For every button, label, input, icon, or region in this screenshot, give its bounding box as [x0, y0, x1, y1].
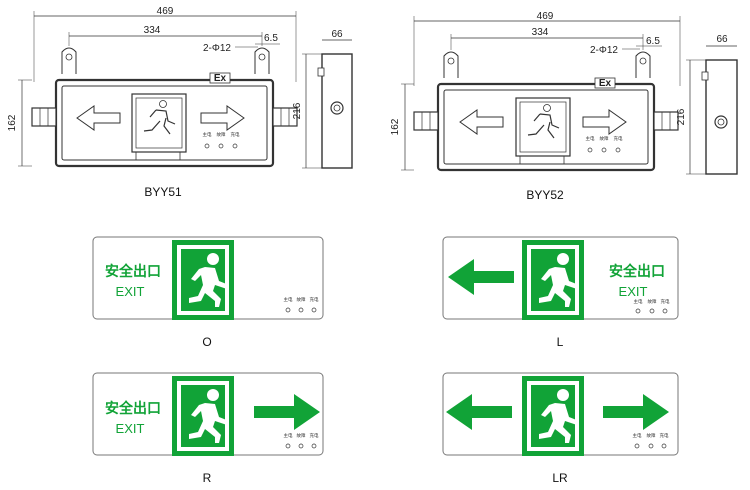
dim-side-height: 216	[676, 108, 687, 125]
panel-text-cn: 安全出口	[105, 400, 161, 417]
panel-text-cn: 安全出口	[105, 263, 161, 280]
ex-mark: Ex	[214, 73, 227, 84]
ind-label-charge: 充电	[231, 131, 240, 138]
exit-door-symbol	[172, 376, 234, 456]
sign-panel-lr: 主电 故障 充电 LR	[442, 372, 679, 485]
panel-code: O	[202, 335, 211, 349]
dim-hole-offset: 6.5	[646, 36, 660, 47]
ind-label-main: 主电	[284, 432, 293, 439]
ind-label-main: 主电	[284, 296, 293, 303]
ind-label-main: 主电	[586, 135, 595, 142]
panel-code: L	[557, 335, 564, 349]
exit-door-symbol	[172, 240, 234, 320]
ind-label-charge: 充电	[614, 135, 623, 142]
sign-panel-o: 安全出口 EXIT 主电 故障 充电 O	[92, 236, 324, 349]
dim-side-height: 216	[292, 102, 303, 119]
dim-width-total: 469	[157, 6, 174, 17]
ind-label-fault: 故障	[297, 432, 306, 439]
panel-text-en: EXIT	[116, 284, 145, 299]
drawing-byy52: 469 334 2-Φ12 6.5 Ex 主电 故障 充电	[390, 11, 738, 202]
ind-label-main: 主电	[203, 131, 212, 138]
dim-width-total: 469	[537, 11, 554, 22]
model-caption-byy52: BYY52	[526, 188, 564, 202]
panel-code: LR	[552, 471, 568, 485]
dim-depth: 66	[331, 29, 343, 40]
dim-height: 162	[7, 114, 18, 131]
dim-holes: 2-Φ12	[590, 45, 618, 56]
dim-depth: 66	[716, 34, 728, 45]
exit-door-symbol	[522, 240, 584, 320]
panel-text-cn: 安全出口	[609, 263, 665, 280]
ind-label-charge: 充电	[660, 432, 669, 439]
ind-label-fault: 故障	[648, 298, 657, 305]
dim-mount-span: 334	[532, 27, 549, 38]
model-caption-byy51: BYY51	[144, 185, 182, 199]
exit-door-symbol	[522, 376, 584, 456]
panel-text-en: EXIT	[116, 421, 145, 436]
drawing-byy51: 469 334 2-Φ12 6.5 Ex	[7, 6, 353, 199]
ind-label-fault: 故障	[600, 135, 609, 142]
ind-label-fault: 故障	[297, 296, 306, 303]
panel-text-en: EXIT	[619, 284, 648, 299]
ind-label-fault: 故障	[647, 432, 656, 439]
panel-code: R	[203, 471, 212, 485]
ind-label-fault: 故障	[217, 131, 226, 138]
dim-holes: 2-Φ12	[203, 43, 231, 54]
ind-label-main: 主电	[633, 432, 642, 439]
ind-label-main: 主电	[634, 298, 643, 305]
sign-panel-r: 安全出口 EXIT 主电 故障 充电 R	[92, 372, 324, 485]
ex-mark: Ex	[599, 78, 612, 89]
ind-label-charge: 充电	[310, 296, 319, 303]
sign-panel-l: 安全出口 EXIT 主电 故障 充电 L	[442, 236, 679, 349]
dim-mount-span: 334	[144, 25, 161, 36]
ind-label-charge: 充电	[310, 432, 319, 439]
dim-hole-offset: 6.5	[264, 33, 278, 44]
dim-height: 162	[390, 118, 401, 135]
ind-label-charge: 充电	[661, 298, 670, 305]
